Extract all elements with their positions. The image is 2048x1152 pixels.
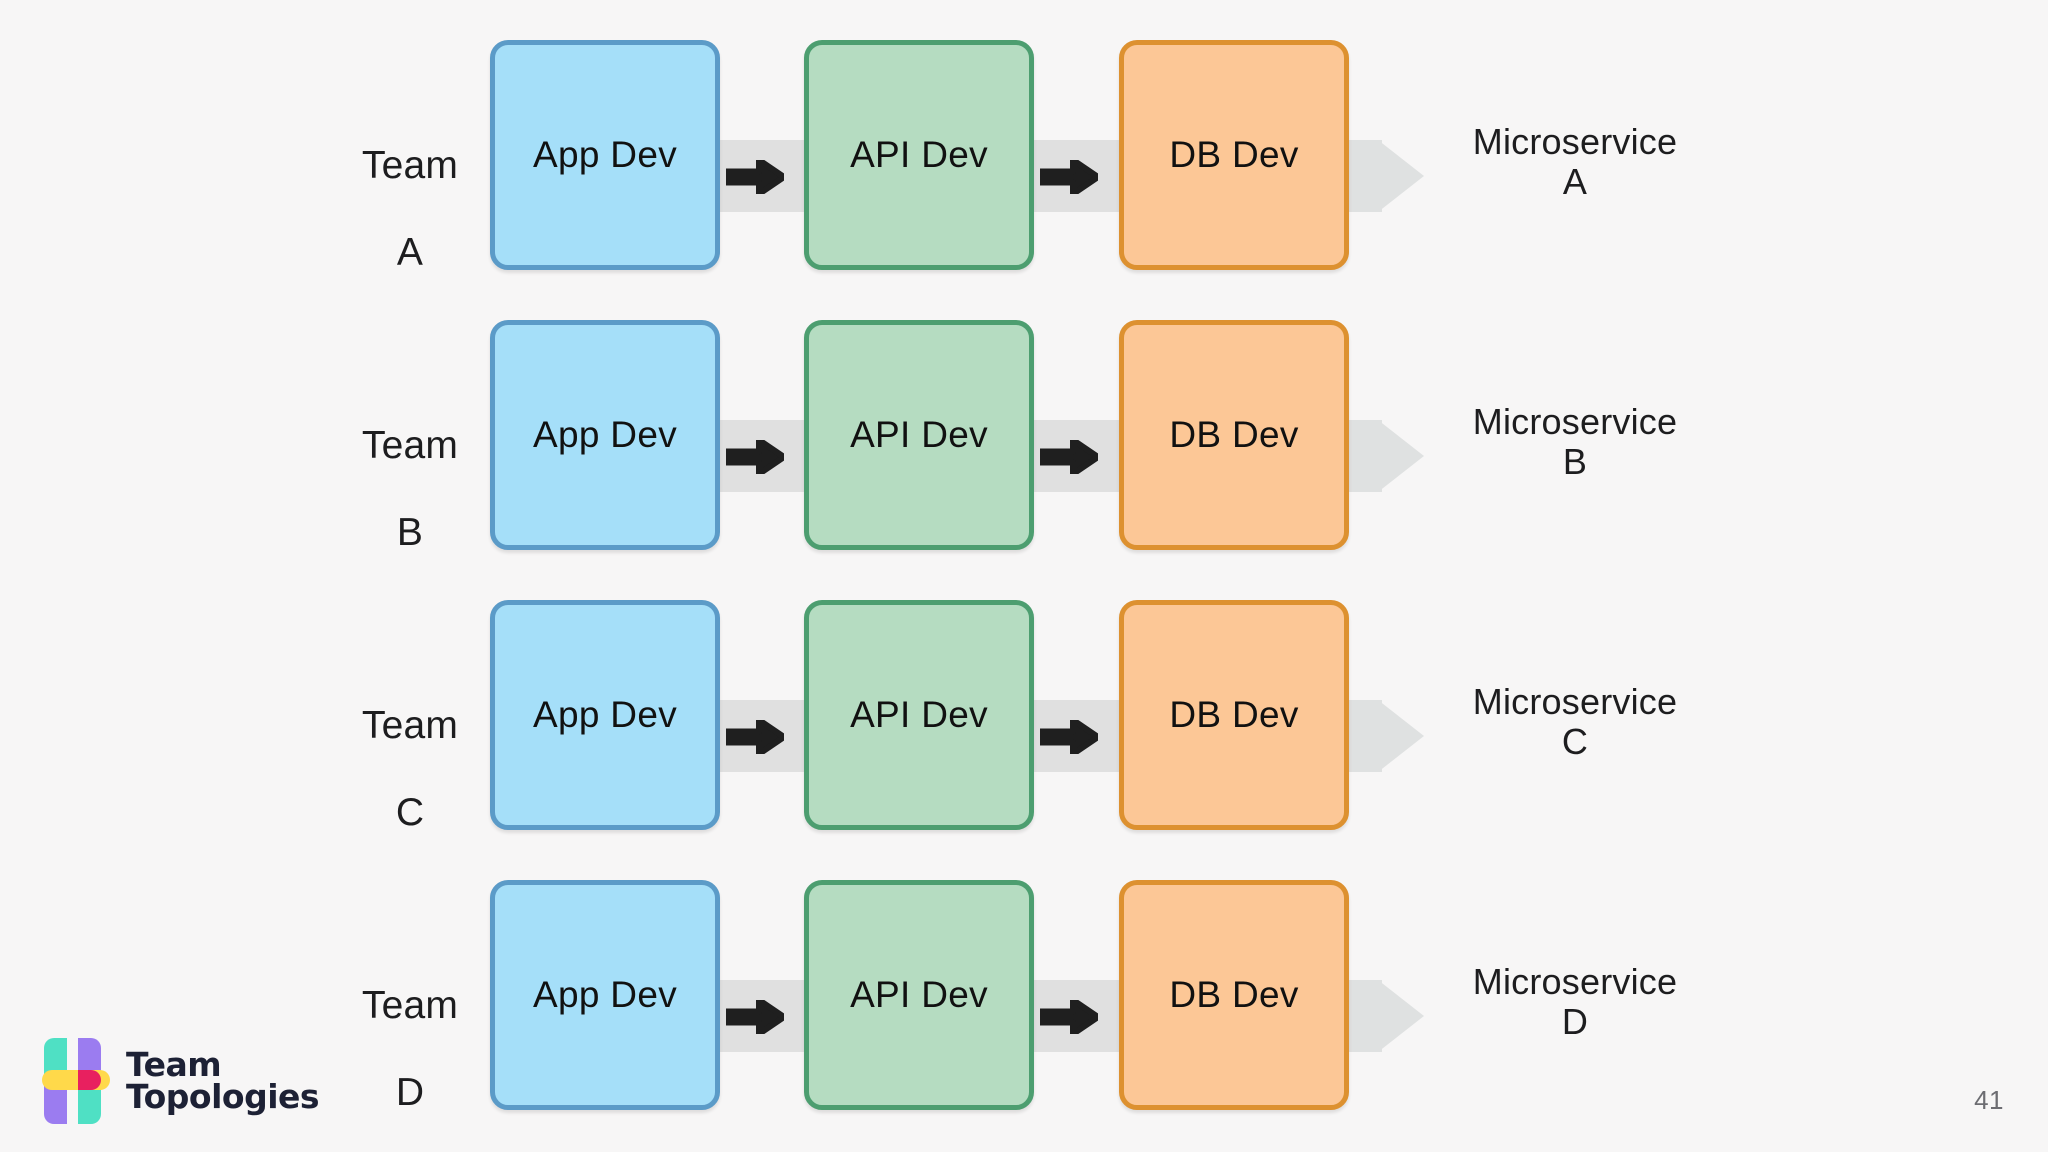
stage-box-label: DB Dev (1169, 414, 1299, 455)
team-label-prefix: Team (361, 423, 459, 467)
flow-ribbon-head-block (1352, 700, 1382, 772)
microservice-label-suffix: B (1562, 441, 1588, 483)
microservice-label-prefix: Microservice (1472, 121, 1678, 162)
team-label-suffix: C (395, 791, 425, 835)
stage-box-api-dev[interactable]: API Dev (804, 880, 1034, 1110)
flow-arrow-icon (1040, 1000, 1098, 1034)
microservice-label-prefix: Microservice (1472, 401, 1678, 442)
diagram-row: Team A App Dev API Dev DB Dev Microservi… (0, 22, 2048, 302)
microservice-label-suffix: A (1562, 161, 1588, 203)
flow-ribbon-arrowhead-icon (1378, 420, 1424, 492)
stage-box-app-dev[interactable]: App Dev (490, 600, 720, 830)
team-label-prefix: Team (361, 703, 459, 747)
stage-box-label: API Dev (850, 974, 988, 1015)
stage-box-label: App Dev (532, 974, 677, 1015)
stage-box-app-dev[interactable]: App Dev (490, 320, 720, 550)
microservice-label: Microservice C (1430, 681, 1720, 763)
stage-box-db-dev[interactable]: DB Dev (1119, 40, 1349, 270)
team-topologies-logo-mark-icon (42, 1038, 110, 1124)
flow-ribbon-arrowhead-icon (1378, 700, 1424, 772)
flow-arrow-icon (726, 1000, 784, 1034)
stage-box-label: API Dev (850, 694, 988, 735)
stage-box-label: API Dev (850, 134, 988, 175)
flow-arrow-icon (726, 720, 784, 754)
stage-box-label: DB Dev (1169, 134, 1299, 175)
team-label-prefix: Team (361, 143, 459, 187)
team-label-suffix: B (396, 511, 424, 555)
stage-box-api-dev[interactable]: API Dev (804, 320, 1034, 550)
microservice-label-suffix: C (1561, 721, 1589, 763)
stage-box-db-dev[interactable]: DB Dev (1119, 880, 1349, 1110)
stage-box-db-dev[interactable]: DB Dev (1119, 320, 1349, 550)
stage-box-label: API Dev (850, 414, 988, 455)
team-label: Team D (330, 940, 490, 1152)
microservice-label: Microservice B (1430, 401, 1720, 483)
stage-box-label: DB Dev (1169, 974, 1299, 1015)
stage-box-label: App Dev (532, 694, 677, 735)
flow-arrow-icon (726, 440, 784, 474)
microservice-label-prefix: Microservice (1472, 961, 1678, 1002)
page-number: 41 (1974, 1085, 2004, 1115)
team-label-suffix: A (396, 231, 424, 275)
stage-box-app-dev[interactable]: App Dev (490, 880, 720, 1110)
stage-box-db-dev[interactable]: DB Dev (1119, 600, 1349, 830)
stage-box-label: DB Dev (1169, 694, 1299, 735)
logo-line-1: Team (126, 1045, 222, 1084)
flow-ribbon-head-block (1352, 420, 1382, 492)
team-topologies-wordmark: Team Topologies (126, 1045, 320, 1116)
team-label: Team A (330, 100, 490, 318)
team-label: Team C (330, 660, 490, 878)
logo-line-2: Topologies (126, 1077, 320, 1116)
team-label-suffix: D (395, 1071, 425, 1115)
flow-ribbon-head-block (1352, 140, 1382, 212)
flow-arrow-icon (1040, 160, 1098, 194)
microservice-label-prefix: Microservice (1472, 681, 1678, 722)
diagram-row: Team B App Dev API Dev DB Dev Microservi… (0, 302, 2048, 582)
flow-arrow-icon (1040, 440, 1098, 474)
diagram-row: Team D App Dev API Dev DB Dev Microservi… (0, 862, 2048, 1142)
stage-box-api-dev[interactable]: API Dev (804, 600, 1034, 830)
microservice-label-suffix: D (1561, 1001, 1589, 1043)
team-topologies-logo: Team Topologies (42, 1038, 320, 1124)
flow-ribbon-head-block (1352, 980, 1382, 1052)
stage-box-app-dev[interactable]: App Dev (490, 40, 720, 270)
stage-box-label: App Dev (532, 414, 677, 455)
stage-box-label: App Dev (532, 134, 677, 175)
microservice-label: Microservice D (1430, 961, 1720, 1043)
flow-ribbon-arrowhead-icon (1378, 980, 1424, 1052)
microservice-label: Microservice A (1430, 121, 1720, 203)
team-label: Team B (330, 380, 490, 598)
flow-ribbon-arrowhead-icon (1378, 140, 1424, 212)
team-label-prefix: Team (361, 983, 459, 1027)
diagram-row: Team C App Dev API Dev DB Dev Microservi… (0, 582, 2048, 862)
flow-arrow-icon (1040, 720, 1098, 754)
flow-arrow-icon (726, 160, 784, 194)
stage-box-api-dev[interactable]: API Dev (804, 40, 1034, 270)
